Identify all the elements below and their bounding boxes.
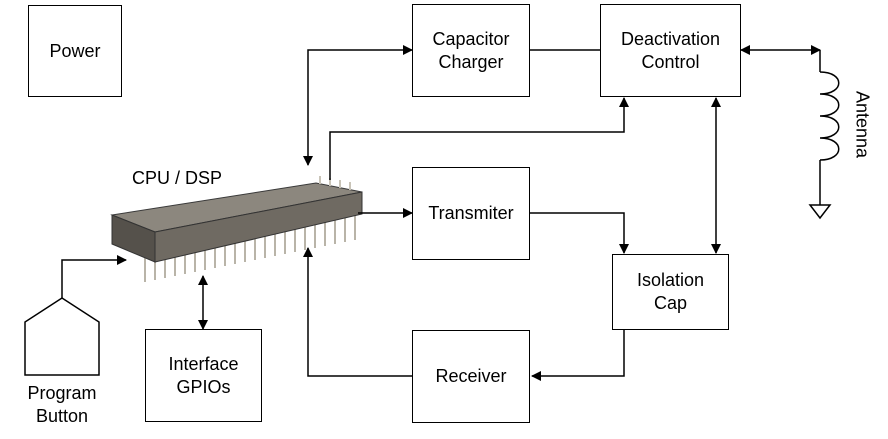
wire-button-cpu xyxy=(61,255,127,298)
transmitter-label: Transmiter xyxy=(428,203,514,223)
wire-cpu-deactivation xyxy=(329,97,629,180)
transmitter-block: Transmiter xyxy=(412,167,530,260)
deactivation-control-block: Deactivation Control xyxy=(600,4,741,97)
wire-isolation-receiver xyxy=(531,330,625,381)
antenna-coil xyxy=(819,71,840,161)
power-label: Power xyxy=(49,40,101,61)
wire-transmitter-isolation xyxy=(530,212,629,254)
interface-gpios-block: Interface GPIOs xyxy=(145,329,262,422)
interface-gpios-label: Interface GPIOs xyxy=(168,353,239,397)
chip-pins-top xyxy=(319,176,351,190)
wire-cpu-capacitor-charger xyxy=(303,45,413,166)
receiver-label: Receiver xyxy=(435,366,507,386)
program-button-label: Program Button xyxy=(27,383,97,426)
capacitor-charger-label: Capacitor Charger xyxy=(432,28,510,72)
antenna-label: Antenna xyxy=(852,90,873,159)
power-block: Power xyxy=(28,5,122,97)
wire-receiver-cpu xyxy=(303,247,412,377)
cpu-chip xyxy=(110,176,363,282)
chip-side-face xyxy=(154,191,363,263)
cpu-dsp-label: CPU / DSP xyxy=(132,168,223,188)
receiver-block: Receiver xyxy=(412,330,530,423)
deactivation-control-label: Deactivation Control xyxy=(620,28,721,72)
ground-symbol xyxy=(808,204,832,220)
program-button-shape xyxy=(24,297,100,376)
capacitor-charger-block: Capacitor Charger xyxy=(412,4,530,97)
isolation-cap-block: Isolation Cap xyxy=(612,254,729,330)
isolation-cap-label: Isolation Cap xyxy=(636,270,705,313)
